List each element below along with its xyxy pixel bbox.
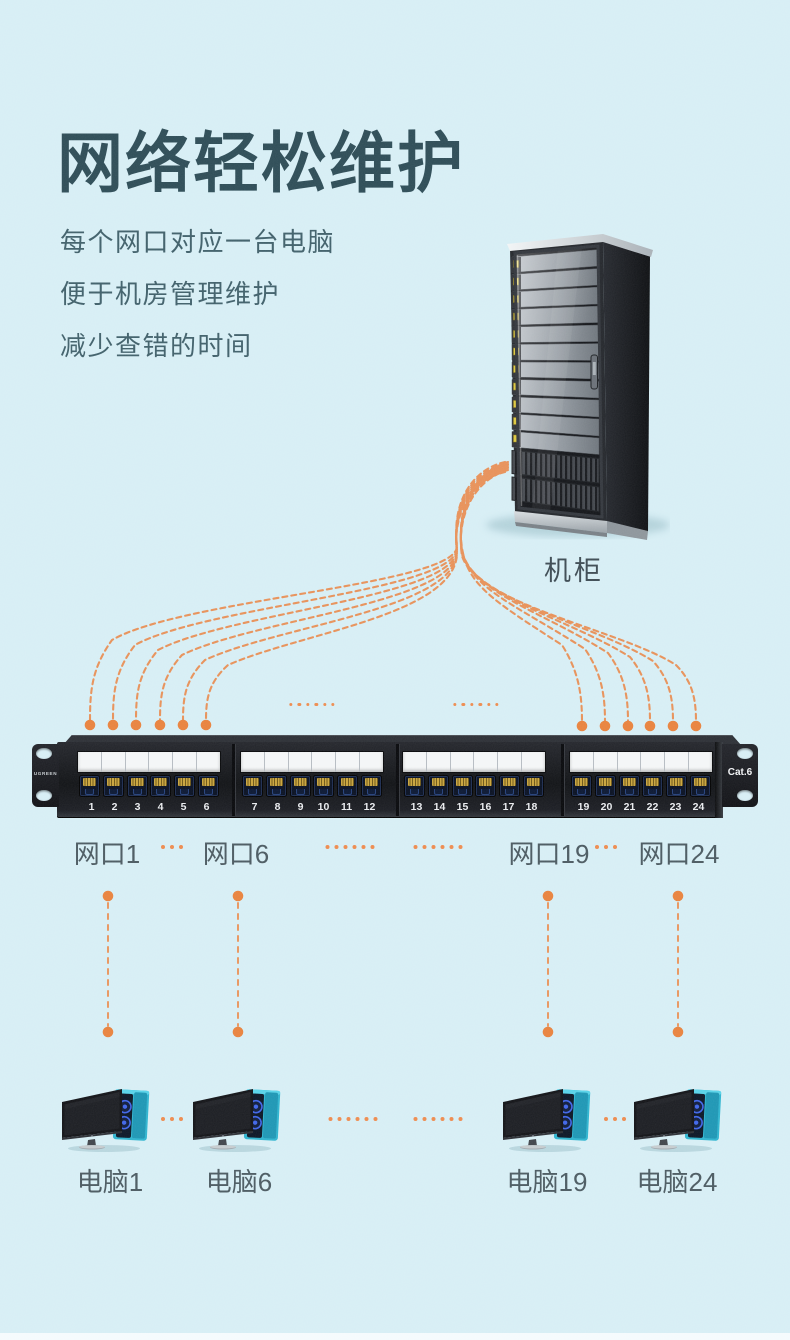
bottom-edge bbox=[0, 1333, 790, 1340]
